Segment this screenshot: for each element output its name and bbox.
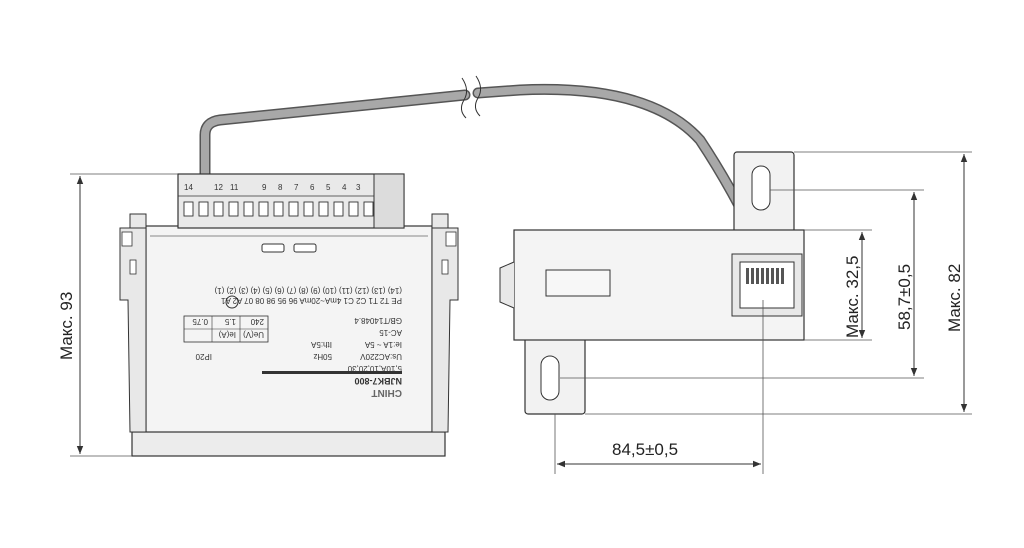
rj-pin — [771, 268, 774, 284]
svg-text:58,7±0,5: 58,7±0,5 — [895, 264, 914, 330]
left-mounting-clip — [119, 227, 147, 433]
terminal-number: 6 — [310, 183, 315, 192]
front-label: PE T2 T1 C2 C1 4mA~20mA 96 95 98 08 07 A… — [183, 286, 402, 398]
svg-text:84,5±0,5: 84,5±0,5 — [612, 440, 678, 459]
terminal-number: 5 — [326, 183, 331, 192]
label-ip: IP20 — [195, 352, 212, 361]
label-ac-class: AC-15 — [379, 328, 402, 337]
terminal-number: 11 — [230, 183, 239, 192]
dim-height-93: Макс. 93 — [57, 173, 178, 457]
dim-height-82: Макс. 82 — [585, 151, 972, 415]
label-standard: GB/T14048.4 — [354, 316, 402, 325]
label-model: NJBK7-800 — [354, 376, 402, 386]
terminal-screw — [318, 201, 329, 217]
terminal-screw — [228, 201, 239, 217]
label-current: Ie:1A ~ 5A — [364, 340, 402, 349]
brand-logo: CHINT — [371, 387, 402, 398]
pin-labels-row: PE T2 T1 C2 C1 4mA~20mA 96 95 98 08 07 A… — [221, 296, 402, 305]
label-ith: Ith:5A — [310, 340, 332, 349]
led-indicator-1 — [261, 243, 285, 253]
terminal-number: 14 — [184, 183, 193, 192]
cable-break-mark — [460, 77, 468, 119]
terminal-screw — [303, 201, 314, 217]
bottom-slot — [540, 355, 560, 401]
rj-pin — [776, 268, 779, 284]
rating-table: Ue(V) Ie(A) 240 1.5 0.75 — [183, 315, 269, 343]
rj-pin — [756, 268, 759, 284]
dim-window-32-5: Макс. 32,5 — [804, 229, 872, 341]
terminal-number: 8 — [278, 183, 283, 192]
terminal-screw — [333, 201, 344, 217]
terminal-number: 4 — [342, 183, 347, 192]
svg-text:1.5: 1.5 — [224, 317, 236, 326]
svg-text:Макс. 82: Макс. 82 — [945, 264, 964, 332]
label-range: 5,10A,10,20,30 — [347, 364, 402, 373]
svg-text:Ie(A): Ie(A) — [218, 330, 236, 339]
label-stripe — [262, 371, 402, 374]
rj-pin — [761, 268, 764, 284]
terminal-screw — [363, 201, 374, 217]
terminal-screw — [258, 201, 269, 217]
terminal-number: 9 — [262, 183, 267, 192]
pin-numbers-row: (14) (13) (12) (11) (10) (9) (8) (7) (6)… — [214, 286, 402, 295]
rj-pin — [781, 268, 784, 284]
certification-mark — [225, 295, 239, 309]
rj-pin — [746, 268, 749, 284]
svg-text:0.75: 0.75 — [192, 317, 208, 326]
terminal-number: 3 — [356, 183, 361, 192]
svg-text:240: 240 — [250, 317, 264, 326]
svg-text:Макс. 93: Макс. 93 — [57, 292, 76, 360]
led-indicator-2 — [293, 243, 317, 253]
terminal-number: 12 — [214, 183, 223, 192]
right-mounting-clip — [431, 227, 459, 433]
terminal-screw — [273, 201, 284, 217]
relay-body — [119, 213, 459, 457]
terminal-screw — [183, 201, 194, 217]
svg-text:Макс. 32,5: Макс. 32,5 — [843, 256, 862, 338]
terminal-number: 7 — [294, 183, 299, 192]
current-transformer — [499, 151, 805, 415]
terminal-screw — [198, 201, 209, 217]
ct-label-plate — [545, 269, 611, 297]
label-frequency: 50Hz — [313, 352, 332, 361]
svg-text:Ue(V): Ue(V) — [243, 330, 264, 339]
dim-holes-58-7: 58,7±0,5 — [560, 189, 924, 379]
rj-pin — [751, 268, 754, 284]
top-slot — [751, 165, 771, 211]
terminal-screw — [213, 201, 224, 217]
dim-width-84-5: 84,5±0,5 — [554, 300, 764, 474]
label-voltage: Us:AC220V — [360, 352, 402, 361]
terminal-screw — [243, 201, 254, 217]
terminal-screw — [348, 201, 359, 217]
terminal-screw — [288, 201, 299, 217]
rj-pin — [766, 268, 769, 284]
